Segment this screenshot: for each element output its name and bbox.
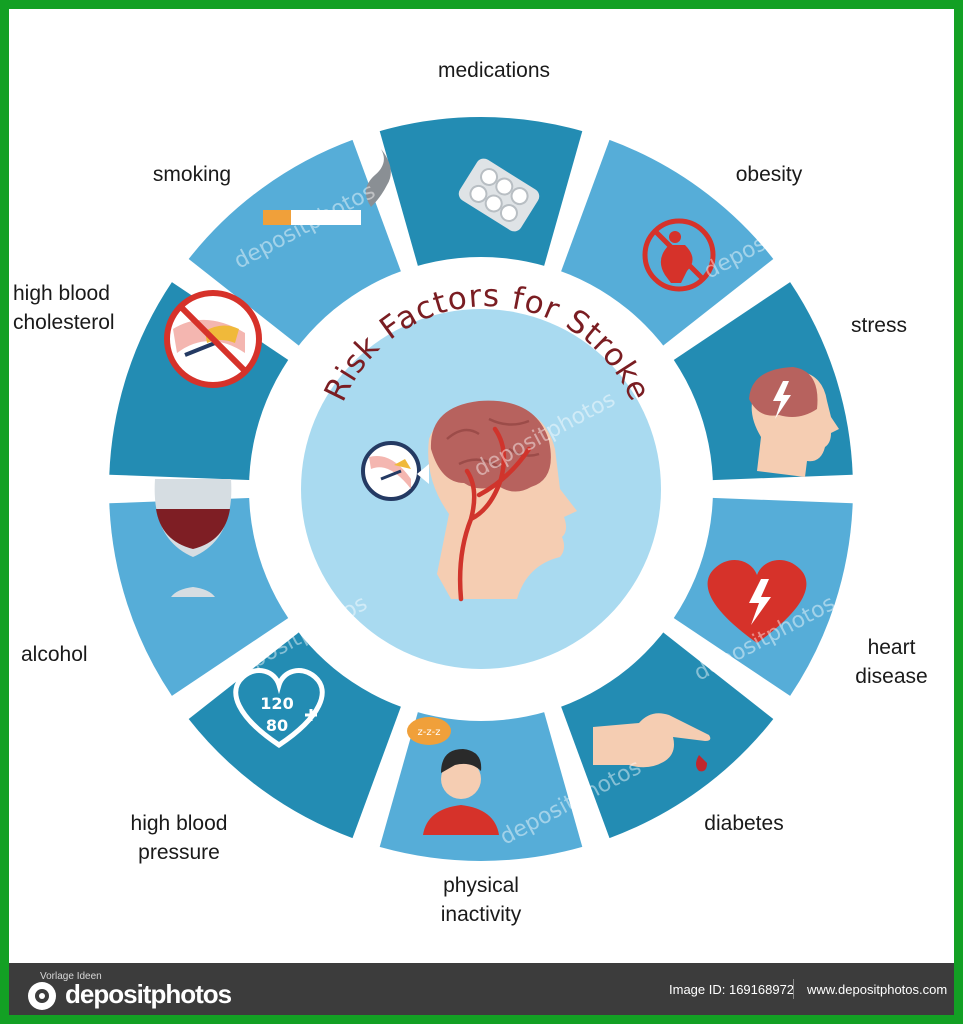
label-high-blood-cholesterol: high blood cholesterol <box>13 282 115 334</box>
brand-wordmark: depositphotos <box>65 979 232 1009</box>
label-physical-inactivity: physical inactivity <box>440 874 522 926</box>
label-high-blood-pressure: high blood pressure <box>130 812 228 864</box>
footer-small-text: Vorlage Ideen <box>40 971 102 982</box>
pill-pack-icon <box>458 158 540 232</box>
obesity-icon <box>642 218 716 292</box>
cigarette-icon <box>263 149 391 225</box>
blood-pressure-heart-icon: 120 80 <box>233 668 325 749</box>
camera-icon <box>28 981 56 1010</box>
label-obesity: obesity <box>735 163 803 186</box>
brand-logo: depositphotos <box>25 979 232 1010</box>
head-brain-icon <box>361 400 577 602</box>
footer-bar: Vorlage Ideen depositphotos Image ID: 16… <box>9 963 954 1015</box>
svg-text:120: 120 <box>260 694 293 713</box>
label-diabetes: diabetes <box>704 812 784 835</box>
clogged-artery-icon <box>164 290 262 388</box>
label-heart-disease: heart disease <box>855 636 928 688</box>
infographic-canvas: Risk Factors for Stroke <box>9 9 954 1015</box>
wine-glass-icon <box>154 479 232 597</box>
image-id: Image ID: 169168972 <box>669 982 795 997</box>
label-stress: stress <box>850 314 907 337</box>
stress-head-icon <box>749 367 839 477</box>
label-medications: medications <box>437 59 551 82</box>
sleepy-person-icon: z-z-z <box>407 717 499 835</box>
footer-divider <box>793 979 794 999</box>
finger-blood-icon <box>593 713 711 772</box>
svg-text:80: 80 <box>266 716 288 735</box>
label-smoking: smoking <box>152 163 232 186</box>
label-alcohol: alcohol <box>21 643 88 666</box>
site-url[interactable]: www.depositphotos.com <box>807 982 948 997</box>
svg-text:z-z-z: z-z-z <box>418 727 441 738</box>
risk-factor-diagram: Risk Factors for Stroke <box>109 117 853 861</box>
heart-bolt-icon <box>707 560 807 643</box>
